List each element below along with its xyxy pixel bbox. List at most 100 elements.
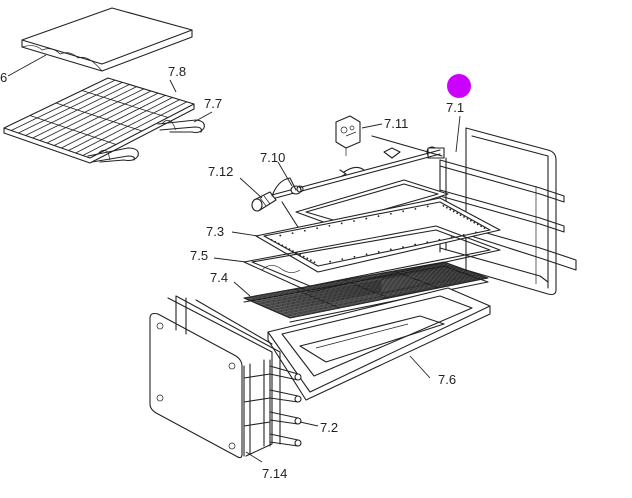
plate-dot <box>328 224 331 227</box>
grid-bar <box>279 273 478 314</box>
wire-rack-7-4 <box>243 261 489 323</box>
leader-7-2 <box>299 421 319 427</box>
grid-bar <box>246 262 448 300</box>
plate-dot <box>426 241 429 244</box>
label-7-7: 7.7 <box>204 96 222 111</box>
label-7-10: 7.10 <box>260 150 285 165</box>
plate-dot <box>469 219 472 222</box>
grid-bar <box>277 273 477 314</box>
plate-dot <box>316 227 319 230</box>
plate-dot <box>459 214 462 217</box>
plate-dot <box>303 229 306 232</box>
leader-7-3 <box>231 231 259 237</box>
plate-dot <box>462 233 465 236</box>
plate-dot <box>277 242 280 245</box>
leader-7-14 <box>245 451 263 463</box>
leader-7-8 <box>169 79 177 93</box>
plate-dot <box>365 253 368 256</box>
grid-bar <box>251 264 452 302</box>
plate-dot <box>402 210 405 213</box>
plate-dot <box>284 246 287 249</box>
grid-bar <box>276 272 475 313</box>
leader-7-5 <box>213 257 247 263</box>
grid-bar <box>254 265 455 304</box>
label-7-8: 7.8 <box>168 64 186 79</box>
plate-dot <box>474 231 477 234</box>
plate-dot <box>452 210 455 213</box>
grid-bar <box>55 102 143 132</box>
drip-pan-7-6 <box>267 287 491 401</box>
plate-dot <box>341 258 344 261</box>
label-7-1: 7.1 <box>446 100 464 115</box>
plate-dot <box>483 227 486 230</box>
leader-6 <box>7 54 47 77</box>
marker-dot <box>447 74 471 98</box>
plate-dot <box>456 212 459 215</box>
plate-dot <box>389 212 392 215</box>
label-7-4: 7.4 <box>210 270 228 285</box>
plate-dot <box>292 250 294 252</box>
plate-dot <box>281 244 284 247</box>
plate-dot <box>389 248 392 251</box>
grid-bar <box>257 266 458 305</box>
leader-7-6 <box>409 355 431 379</box>
grid-bar <box>266 269 467 309</box>
grid-bar <box>250 263 450 302</box>
grid-bar <box>260 267 461 306</box>
plate-dot <box>329 260 332 263</box>
label-6: 6 <box>0 70 7 85</box>
plate-dot <box>473 221 476 224</box>
wire-grill <box>3 77 195 164</box>
leader-7-1 <box>455 115 461 153</box>
grid-bar <box>248 263 449 301</box>
plate-dot <box>463 216 465 218</box>
leader-7-12 <box>239 177 263 199</box>
grid-bar <box>283 275 483 316</box>
plate-dot <box>480 225 483 228</box>
leader-7-4 <box>233 281 251 297</box>
plate-dot <box>353 220 355 222</box>
plate-dot <box>270 238 273 241</box>
plate-dot <box>414 243 417 246</box>
leader-7-10 <box>277 161 293 187</box>
plate-dot <box>288 248 291 251</box>
grid-bar <box>259 266 459 306</box>
grid-bar <box>288 277 487 318</box>
grid-bar <box>268 270 468 310</box>
plate-dot <box>340 222 343 225</box>
label-7-14: 7.14 <box>262 466 287 481</box>
plate-dot <box>445 206 448 209</box>
grid-bar <box>269 270 470 310</box>
grid-bar <box>282 274 481 316</box>
plate-dot <box>279 234 282 237</box>
plate-dot <box>377 215 380 218</box>
label-7-11: 7.11 <box>384 116 408 131</box>
plate-dot <box>402 246 404 248</box>
plate-dot <box>291 232 294 235</box>
label-7-12: 7.12 <box>208 164 233 179</box>
grid-bar <box>263 268 464 308</box>
plate-dot <box>426 205 429 208</box>
plate-dot <box>306 257 309 260</box>
grid-bar <box>271 271 471 311</box>
plate-dot <box>450 236 453 239</box>
plate-dot <box>414 207 417 210</box>
plate-dot <box>309 259 312 262</box>
grid-bar <box>245 262 446 300</box>
plate-dot <box>476 223 479 226</box>
wire-frame-7-5 <box>243 225 501 293</box>
plate-dot <box>442 204 445 207</box>
plate-dot <box>299 253 302 256</box>
plate-dot <box>466 217 469 220</box>
enamel-plate-7-3 <box>255 197 501 273</box>
grill-handle-left <box>87 147 139 163</box>
grid-bar <box>81 90 169 118</box>
grid-bar <box>253 264 453 303</box>
plate-dot <box>302 255 305 258</box>
side-panel-left-7-14 <box>149 312 243 459</box>
grill-handle-right <box>157 119 205 134</box>
plate-dot <box>377 250 380 253</box>
plate-dot <box>438 238 441 241</box>
grid-bar <box>273 271 472 312</box>
label-7-3: 7.3 <box>206 224 224 239</box>
